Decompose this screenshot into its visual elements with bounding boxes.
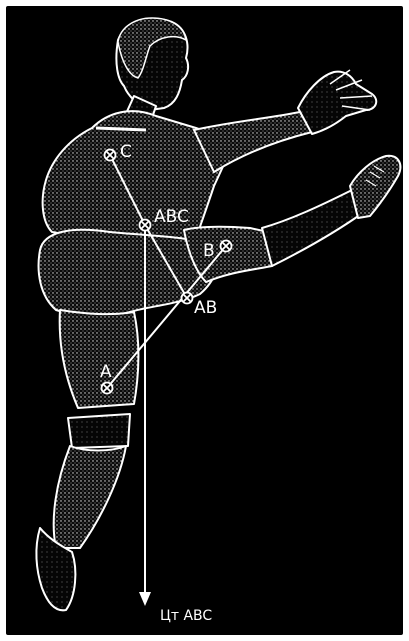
point-ab-marker <box>182 293 193 304</box>
label-c: C <box>120 142 132 162</box>
arm-upper <box>194 112 312 172</box>
figure-drawing: C ABC B AB A Цт ABC <box>6 6 403 635</box>
gravity-arrowhead <box>139 592 151 606</box>
point-c-marker <box>105 150 116 161</box>
diagram-frame: C ABC B AB A Цт ABC <box>6 6 403 635</box>
point-b-marker <box>221 241 232 252</box>
point-a-marker <box>102 383 113 394</box>
label-gravity: Цт ABC <box>160 608 212 624</box>
label-a: A <box>100 362 112 382</box>
standing-thigh <box>60 310 139 408</box>
knee-band <box>68 414 130 448</box>
athlete-figure <box>36 18 400 610</box>
label-ab: AB <box>194 298 217 318</box>
standing-shin <box>54 446 126 548</box>
raised-foot <box>350 156 400 218</box>
label-b: B <box>203 241 215 261</box>
label-abc: ABC <box>154 207 189 227</box>
raised-shin <box>262 190 364 266</box>
point-abc-marker <box>140 220 151 231</box>
shirt-stripe <box>96 128 146 130</box>
hand-right <box>298 72 376 134</box>
